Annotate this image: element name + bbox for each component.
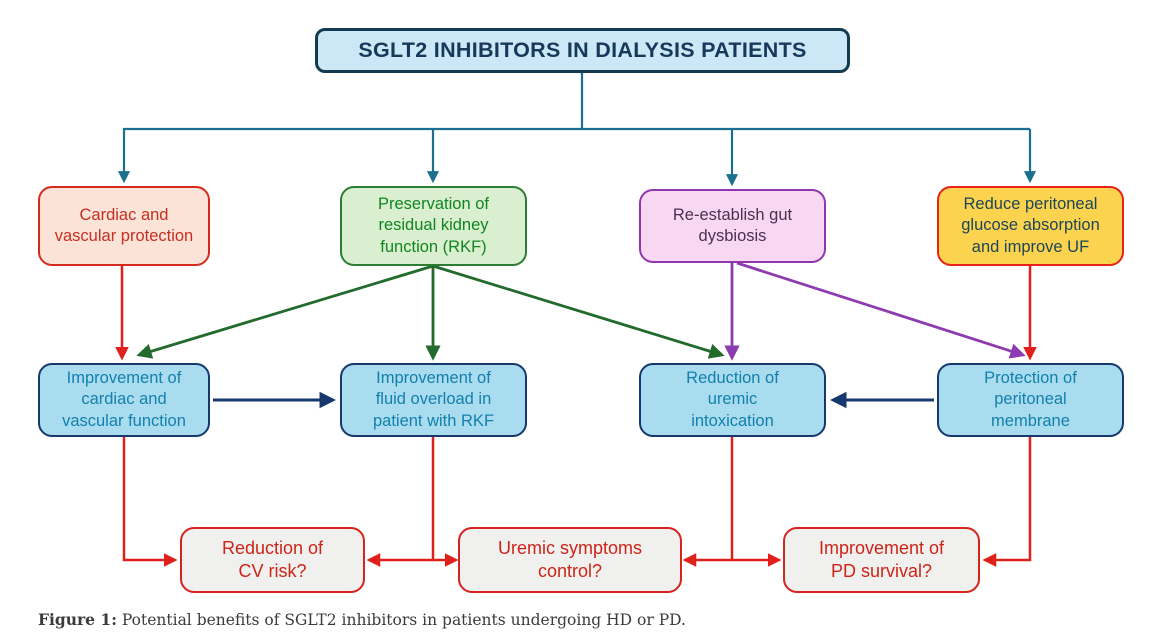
node-uremic-control: Uremic symptoms control?: [458, 527, 682, 593]
connector-title-trunk: [123, 72, 1030, 131]
node-uremic-intoxication: Reduction of uremic intoxication: [639, 363, 826, 437]
node-cardiac-function: Improvement of cardiac and vascular func…: [38, 363, 210, 437]
diagram-title: SGLT2 INHIBITORS IN DIALYSIS PATIENTS: [315, 28, 850, 73]
figure-caption-prefix: Figure 1:: [38, 610, 117, 629]
node-cv-risk: Reduction of CV risk?: [180, 527, 365, 593]
node-peritoneal-membrane: Protection of peritoneal membrane: [937, 363, 1124, 437]
figure-caption: Figure 1: Potential benefits of SGLT2 in…: [38, 610, 686, 629]
node-cardiac-protection: Cardiac and vascular protection: [38, 186, 210, 266]
node-fluid-overload: Improvement of fluid overload in patient…: [340, 363, 527, 437]
arrow-gut-dysbiosis-to-peritoneal-membrane: [736, 261, 1026, 359]
node-pd-survival: Improvement of PD survival?: [783, 527, 980, 593]
node-rkf-preservation: Preservation of residual kidney function…: [340, 186, 527, 266]
arrow-rkf-preservation-to-cardiac-function: [136, 264, 434, 359]
node-gut-dysbiosis: Re-establish gut dysbiosis: [639, 189, 826, 263]
arrow-rkf-preservation-to-uremic-intoxication: [432, 264, 725, 359]
figure-caption-text: Potential benefits of SGLT2 inhibitors i…: [116, 611, 686, 629]
arrow-peritoneal-membrane-to-pd-survival: [982, 437, 1032, 567]
arrow-cardiac-function-to-cv-risk: [122, 437, 178, 567]
node-peritoneal-glucose: Reduce peritoneal glucose absorption and…: [937, 186, 1124, 266]
